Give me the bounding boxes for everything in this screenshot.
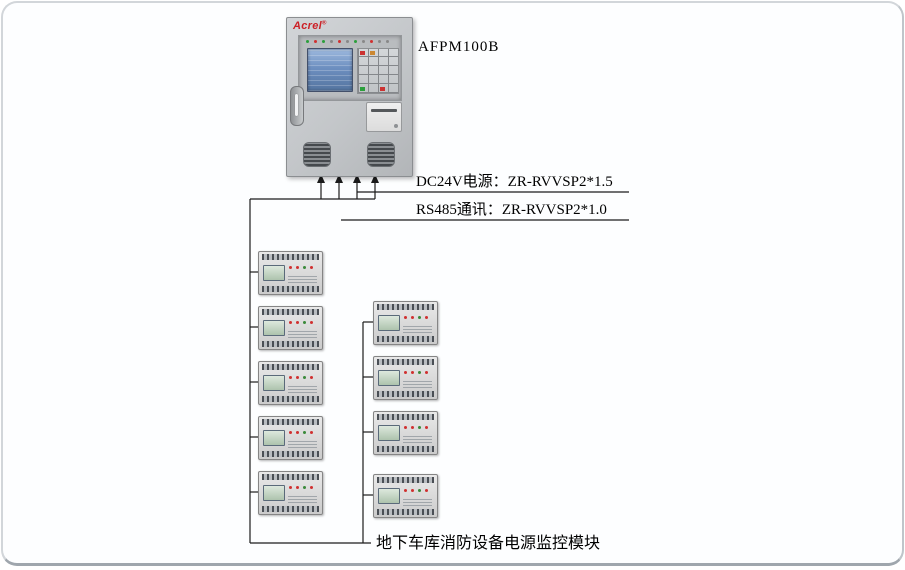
module-group-caption: 地下车库消防设备电源监控模块: [376, 535, 601, 552]
power-monitor-module: [258, 251, 323, 295]
panel-function-buttons: [360, 51, 365, 55]
module-led-indicators: [289, 486, 292, 489]
acrel-logo: Acrel®: [293, 20, 327, 32]
panel-printer: [366, 102, 402, 132]
module-terminal-row-bottom: [262, 506, 319, 512]
module-lcd-screen: [263, 375, 285, 391]
module-label-text: [288, 439, 317, 448]
panel-control-bezel: [298, 35, 402, 101]
module-label-text: [288, 384, 317, 393]
power-monitor-module: [373, 356, 438, 400]
module-label-text: [403, 497, 432, 506]
module-led-indicators: [289, 321, 292, 324]
power-monitor-module: [373, 301, 438, 345]
module-led-indicators: [404, 426, 407, 429]
module-led-indicators: [289, 376, 292, 379]
module-label-text: [288, 329, 317, 338]
panel-keypad: [357, 48, 399, 94]
module-terminal-row-top: [377, 304, 434, 310]
power-monitor-module: [258, 306, 323, 350]
module-lcd-screen: [378, 488, 400, 504]
module-label-text: [403, 434, 432, 443]
panel-speaker-left-icon: [303, 142, 331, 167]
module-led-indicators: [404, 316, 407, 319]
module-terminal-row-top: [262, 364, 319, 370]
afpm-main-monitor-panel: Acrel®: [286, 17, 413, 177]
registered-mark-icon: ®: [322, 20, 327, 27]
module-led-indicators: [289, 266, 292, 269]
module-terminal-row-top: [377, 414, 434, 420]
power-monitor-module: [258, 416, 323, 460]
module-lcd-screen: [263, 265, 285, 281]
module-terminal-row-top: [262, 254, 319, 260]
module-lcd-screen: [378, 425, 400, 441]
module-label-text: [288, 494, 317, 503]
module-terminal-row-bottom: [262, 396, 319, 402]
module-terminal-row-bottom: [262, 286, 319, 292]
module-terminal-row-top: [262, 474, 319, 480]
module-terminal-row-top: [262, 419, 319, 425]
module-lcd-screen: [263, 430, 285, 446]
module-lcd-screen: [378, 370, 400, 386]
module-terminal-row-bottom: [377, 391, 434, 397]
module-label-text: [403, 324, 432, 333]
module-terminal-row-bottom: [262, 341, 319, 347]
module-terminal-row-top: [377, 359, 434, 365]
module-led-indicators: [289, 431, 292, 434]
panel-lcd-screen: [307, 48, 353, 92]
module-terminal-row-bottom: [377, 509, 434, 515]
module-label-text: [403, 379, 432, 388]
module-lcd-screen: [263, 320, 285, 336]
power-monitor-module: [373, 411, 438, 455]
module-lcd-screen: [263, 485, 285, 501]
panel-door-handle: [290, 86, 304, 126]
module-led-indicators: [404, 371, 407, 374]
module-terminal-row-bottom: [377, 336, 434, 342]
power-monitor-module: [373, 474, 438, 518]
module-terminal-row-top: [262, 309, 319, 315]
acrel-logo-text: Acrel: [293, 20, 323, 32]
module-terminal-row-top: [377, 477, 434, 483]
module-label-text: [288, 274, 317, 283]
power-monitor-module: [258, 361, 323, 405]
panel-model-label: AFPM100B: [418, 39, 500, 55]
module-terminal-row-bottom: [262, 451, 319, 457]
module-led-indicators: [404, 489, 407, 492]
dc24v-cable-label: DC24V电源：ZR-RVVSP2*1.5: [416, 174, 613, 190]
power-monitor-module: [258, 471, 323, 515]
rs485-cable-label: RS485通讯：ZR-RVVSP2*1.0: [416, 202, 607, 218]
module-lcd-screen: [378, 315, 400, 331]
wiring-lines: [249, 174, 629, 544]
panel-indicator-leds: [306, 40, 309, 43]
module-terminal-row-bottom: [377, 446, 434, 452]
panel-speaker-right-icon: [367, 142, 395, 167]
